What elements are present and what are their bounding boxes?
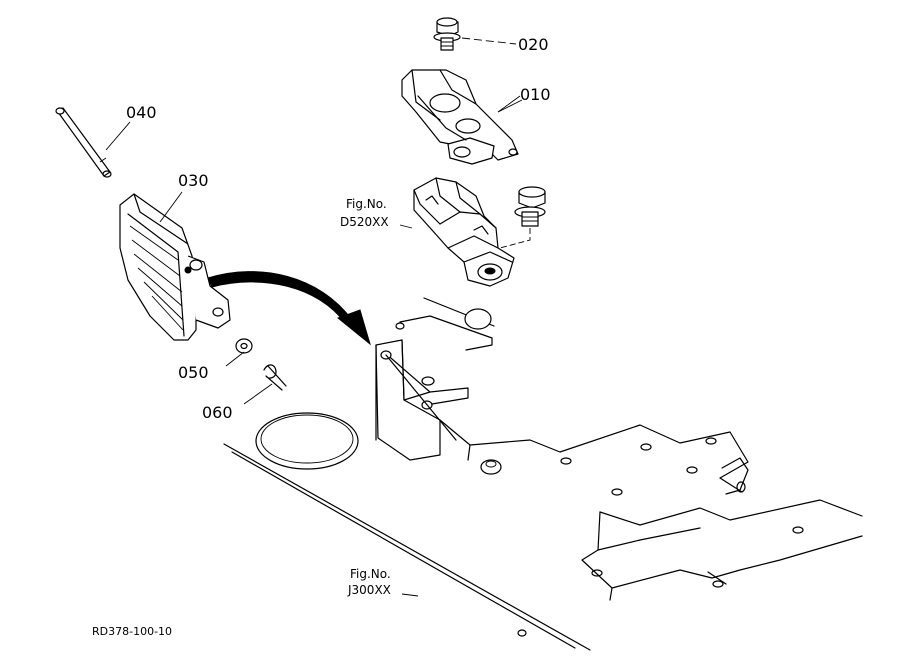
linkage-block-assembly — [413, 177, 546, 287]
label-part-040: 040 — [126, 103, 157, 122]
label-part-020: 020 — [518, 35, 549, 54]
figref-j300-line1: Fig.No. — [350, 567, 391, 581]
label-part-010: 010 — [520, 85, 551, 104]
part-040-pin — [55, 107, 112, 178]
label-part-050: 050 — [178, 363, 209, 382]
part-030-pedal — [119, 193, 231, 341]
pedal-mount-bracket — [375, 297, 495, 461]
part-010-lever-clamp — [401, 69, 523, 165]
part-020-bolt — [433, 17, 517, 51]
part-050-washer — [235, 338, 253, 354]
assembly-direction-arrow — [207, 271, 371, 346]
label-part-060: 060 — [202, 403, 233, 422]
drawing-reference-number: RD378-100-10 — [92, 625, 172, 638]
label-part-030: 030 — [178, 171, 209, 190]
figref-d520-line1: Fig.No. — [346, 197, 387, 211]
frame-plate — [223, 412, 863, 651]
figref-j300-line2: J300XX — [347, 583, 391, 597]
figref-d520-line2: D520XX — [340, 215, 389, 229]
leader-lines — [105, 95, 521, 597]
part-060-snap-pin — [263, 364, 287, 391]
